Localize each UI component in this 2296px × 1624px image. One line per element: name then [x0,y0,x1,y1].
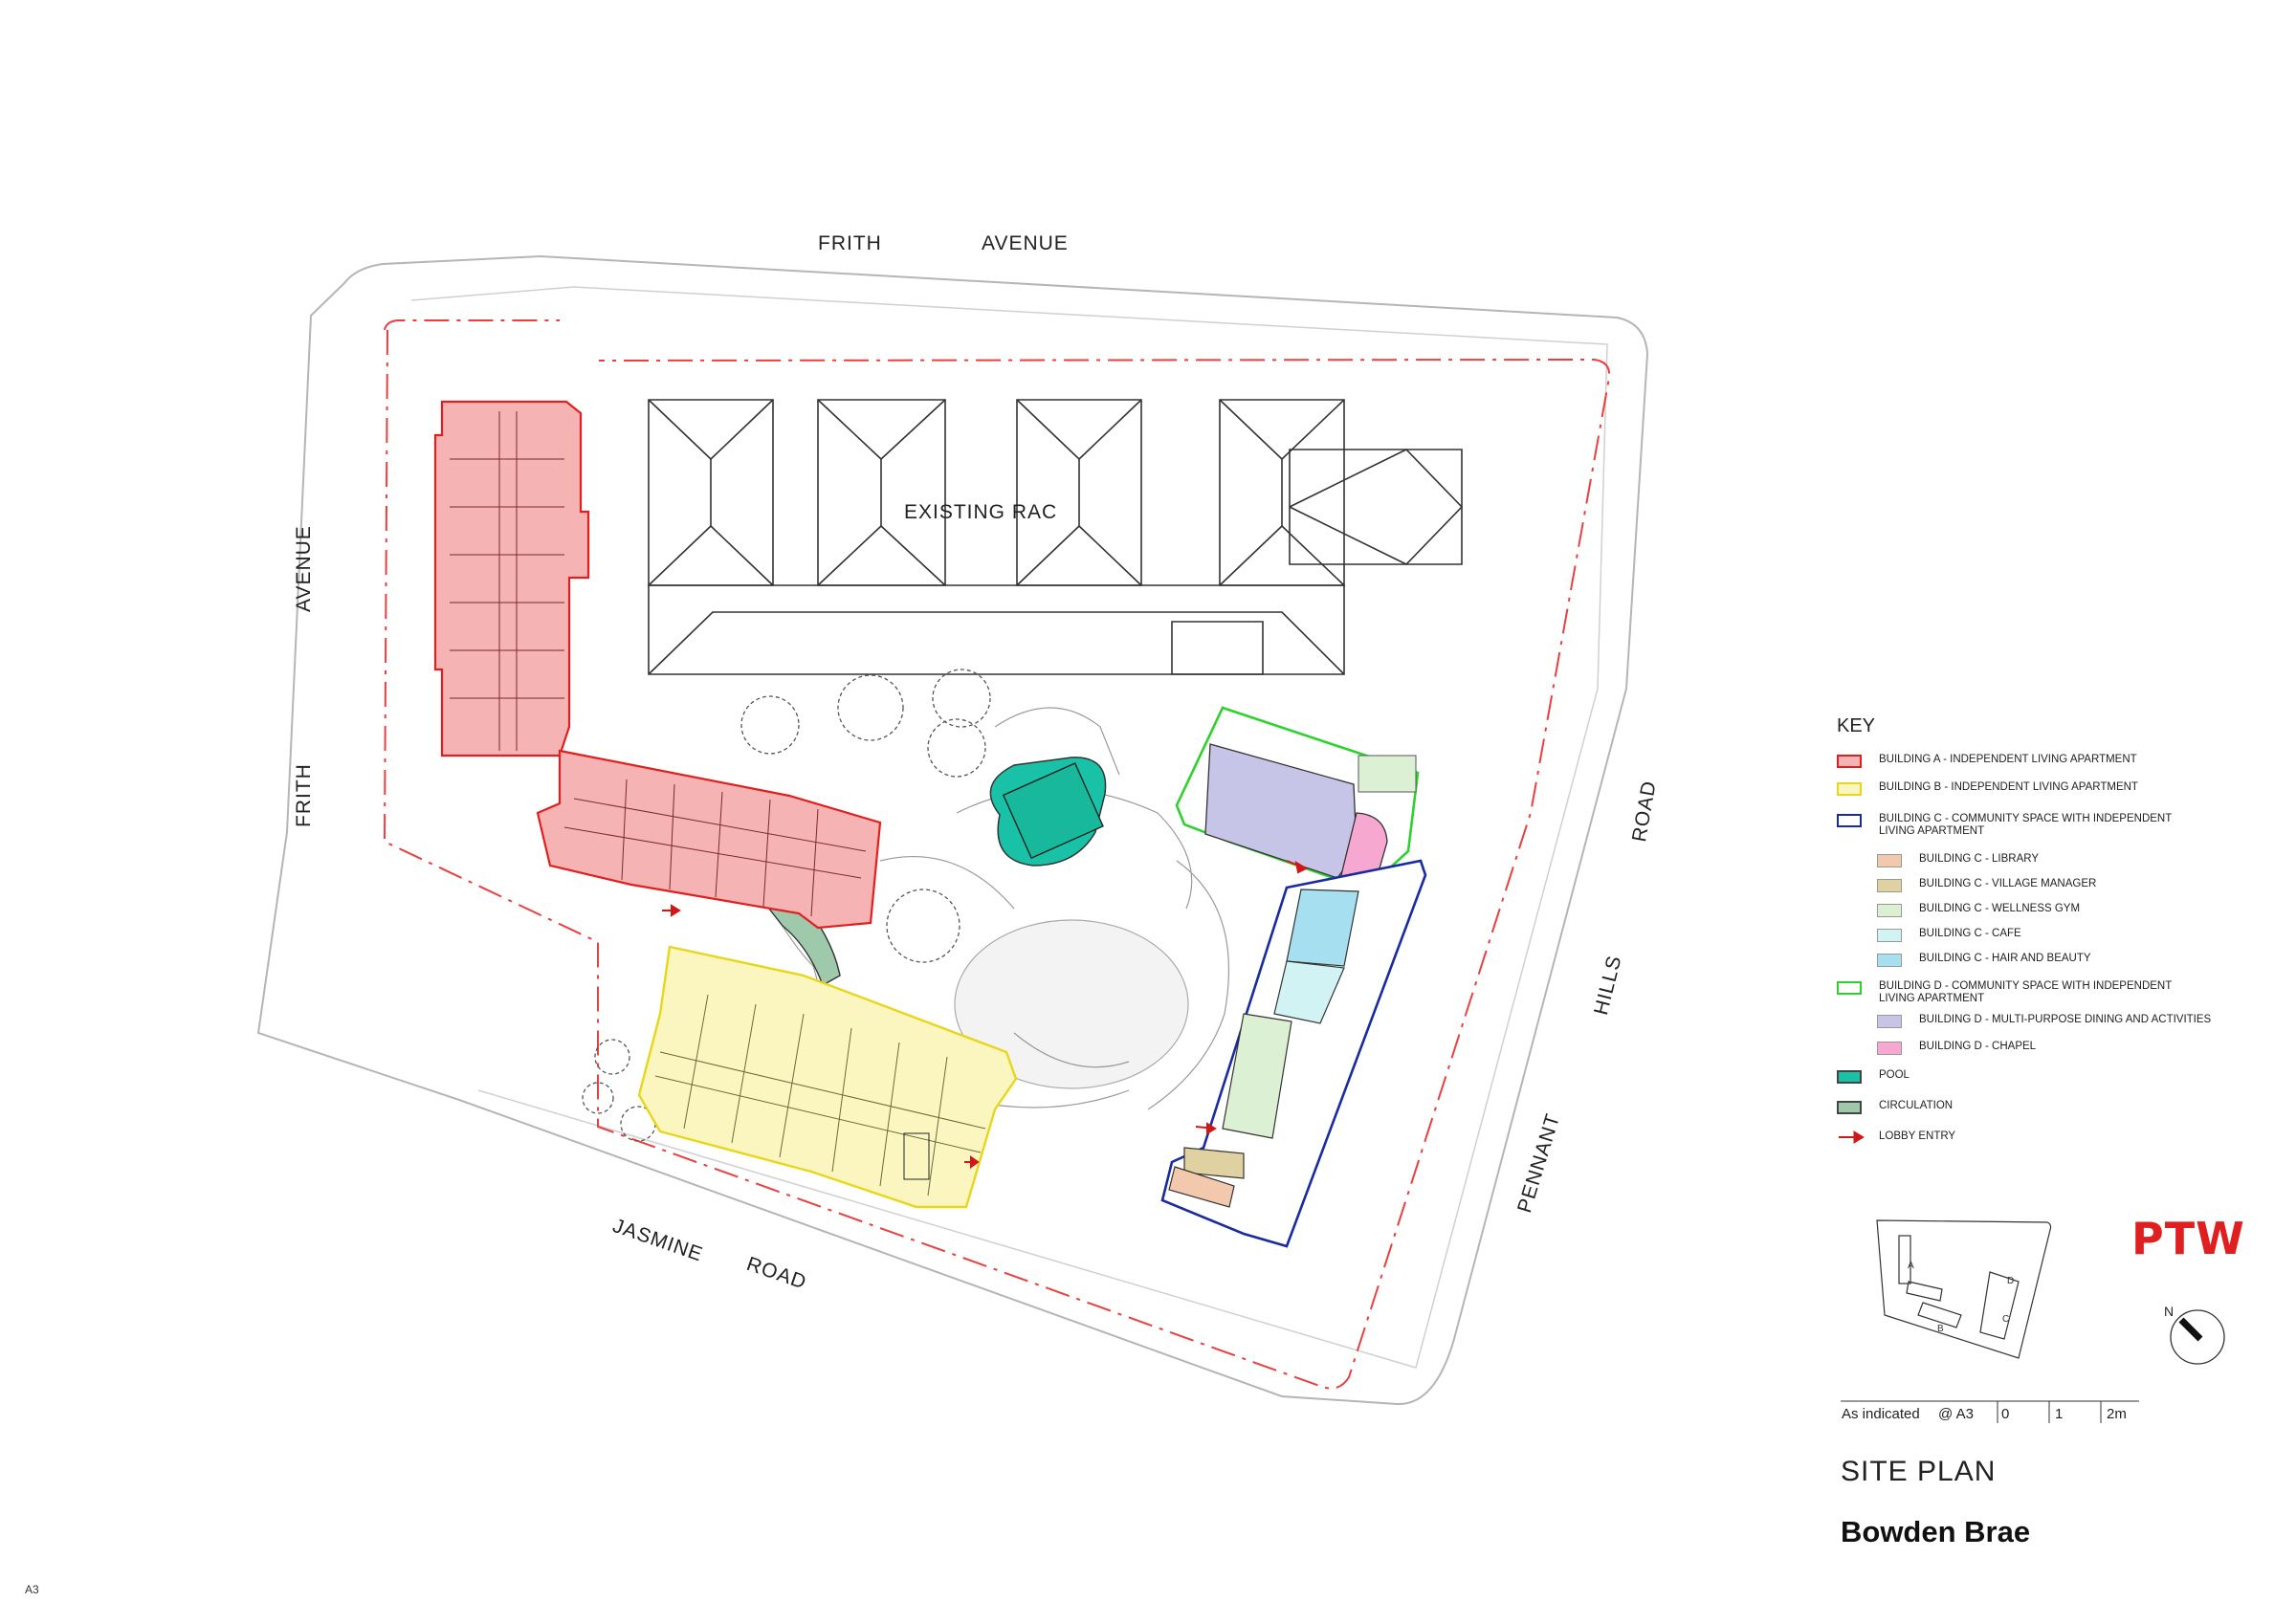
key-item-label: BUILDING C - VILLAGE MANAGER [1919,878,2097,889]
north-arrow [2170,1309,2225,1365]
key-title: KEY [1837,715,1876,736]
locator-label-a: A [1908,1261,1914,1271]
scale-indicated-label: As indicated [1842,1406,1920,1422]
sheet-title: SITE PLAN [1841,1456,1997,1487]
scale-tick-2: 2m [2107,1406,2127,1422]
key-swatch [1837,1101,1862,1114]
key-item-label: BUILDING A - INDEPENDENT LIVING APARTMEN… [1879,754,2137,765]
key-item: BUILDING D - COMMUNITY SPACE WITH INDEPE… [1837,980,2195,1005]
key-swatch [1837,981,1862,995]
sheet-size-label: A3 [25,1583,39,1596]
project-name: Bowden Brae [1841,1515,2031,1548]
road-kerb-inner [410,286,1608,1369]
key-item: BUILDING C - CAFE [1877,928,2235,942]
building-a [433,400,882,930]
locator-label-d: D [2007,1276,2014,1286]
key-swatch [1877,879,1902,892]
building-c [1160,859,1427,1248]
key-swatch [1837,1070,1862,1084]
key-item: BUILDING C - VILLAGE MANAGER [1877,878,2235,892]
key-item-label: BUILDING C - CAFE [1919,928,2021,939]
key-item-label: CIRCULATION [1879,1100,1954,1111]
key-swatch [1877,1042,1902,1055]
key-swatch [1837,782,1862,796]
locator-plan [1876,1219,2052,1359]
locator-label-b: B [1937,1324,1944,1334]
key-swatch [1877,1015,1902,1028]
key-item: BUILDING D - CHAPEL [1877,1041,2235,1055]
locator-label-c: C [2002,1314,2009,1325]
key-item: BUILDING C - HAIR AND BEAUTY [1877,953,2235,967]
pool [989,757,1107,867]
key-item-label: BUILDING B - INDEPENDENT LIVING APARTMEN… [1879,781,2138,793]
key-lobby-arrow [1839,1130,1865,1144]
north-arrow-label: N [2164,1304,2174,1319]
existing-rac-label: EXISTING RAC [904,501,1058,523]
key-item: LOBBY ENTRY [1837,1130,2195,1144]
lobby-entry-arrow-icon [1837,1130,1862,1144]
existing-rac-roofs [648,399,1464,675]
key-item-label: BUILDING D - COMMUNITY SPACE WITH INDEPE… [1879,980,2173,1004]
lobby-entry-arrows [662,860,1309,1169]
key-item: POOL [1837,1069,2195,1084]
key-swatch [1837,755,1862,768]
key-item: BUILDING C - COMMUNITY SPACE WITH INDEPE… [1837,813,2195,838]
site-boundary-west [384,319,560,331]
street-label-west-1: AVENUE [293,525,315,612]
ptw-logo: PTW [2131,1213,2245,1264]
key-swatch [1877,929,1902,942]
street-label-north-2: AVENUE [982,232,1069,254]
key-item-label: BUILDING C - LIBRARY [1919,853,2040,865]
site-boundary [383,329,1611,1390]
key-item: BUILDING B - INDEPENDENT LIVING APARTMEN… [1837,781,2195,796]
scale-tick-1: 1 [2055,1406,2064,1422]
street-label-north-1: FRITH [818,232,882,254]
key-item-label: BUILDING C - COMMUNITY SPACE WITH INDEPE… [1879,813,2173,837]
key-item-label: POOL [1879,1069,1910,1081]
key-swatch [1877,854,1902,867]
key-item: BUILDING A - INDEPENDENT LIVING APARTMEN… [1837,754,2195,768]
key-item-label: BUILDING D - MULTI-PURPOSE DINING AND AC… [1919,1014,2212,1025]
key-item-label: BUILDING C - HAIR AND BEAUTY [1919,953,2091,964]
key-swatch [1877,954,1902,967]
building-b [637,945,1018,1209]
key-item: BUILDING D - MULTI-PURPOSE DINING AND AC… [1877,1014,2235,1028]
scale-tick-0: 0 [2001,1406,2010,1422]
trees [582,669,991,1142]
street-label-west-2: FRITH [293,763,315,827]
key-item-label: BUILDING C - WELLNESS GYM [1919,903,2081,914]
landscape [745,707,1230,1110]
key-item: CIRCULATION [1837,1100,2195,1114]
road-kerb-outer [256,254,1649,1406]
key-swatch [1837,814,1862,827]
scale-bar [1841,1400,2139,1423]
key-item-label: BUILDING D - CHAPEL [1919,1041,2037,1052]
key-swatch [1877,904,1902,917]
key-item: BUILDING C - LIBRARY [1877,853,2235,867]
scale-paper-size: @ A3 [1938,1406,1974,1422]
key-item-label: LOBBY ENTRY [1879,1130,1956,1142]
key-item: BUILDING C - WELLNESS GYM [1877,903,2235,917]
